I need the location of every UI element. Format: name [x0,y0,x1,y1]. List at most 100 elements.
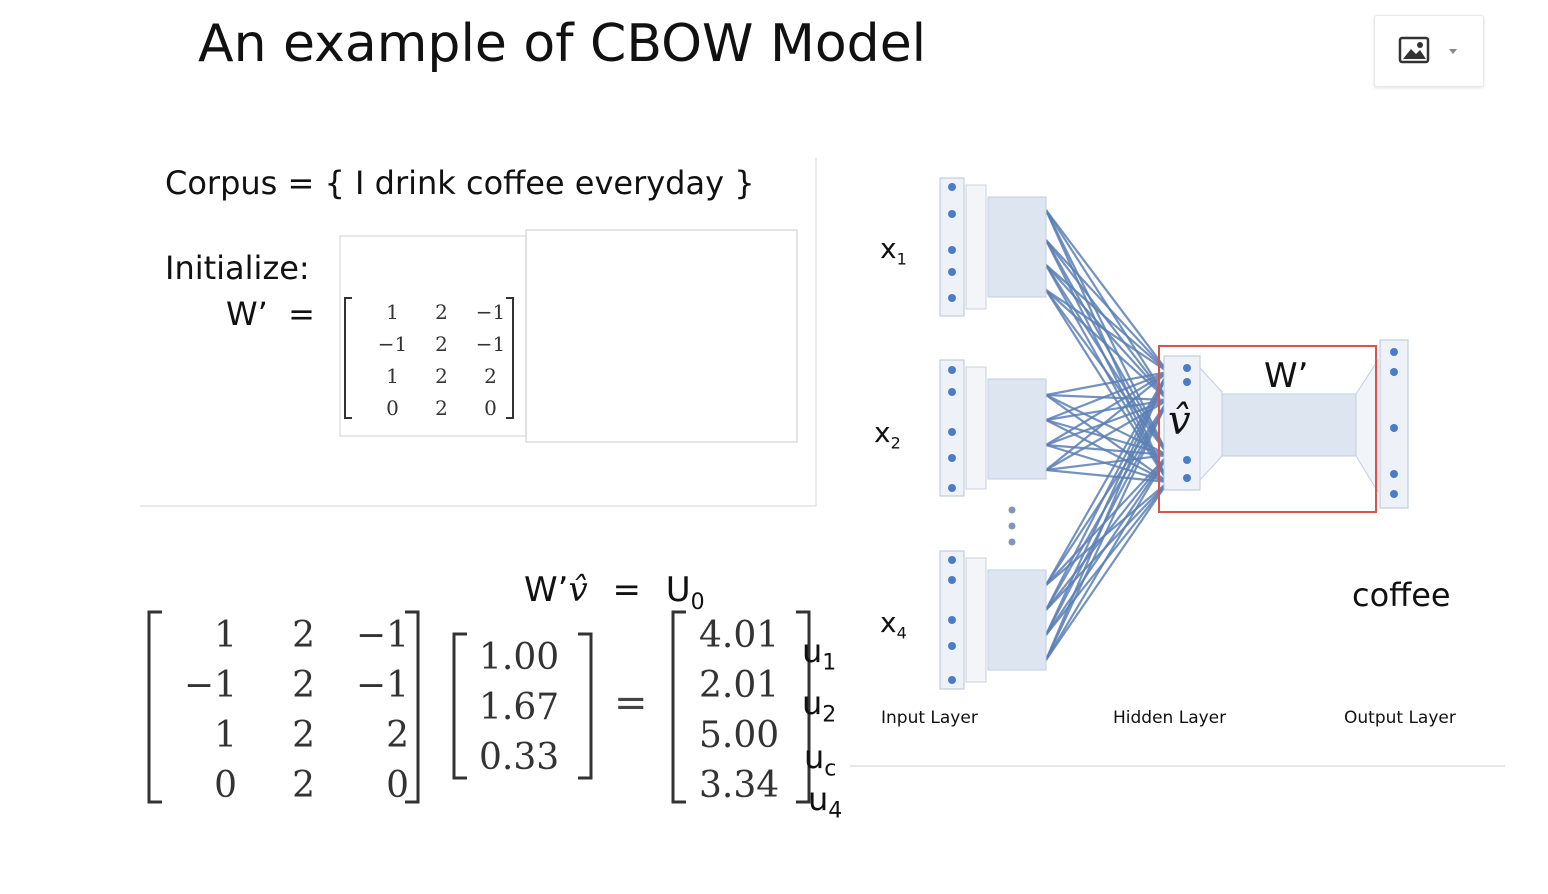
equation-rhs: U [665,570,691,610]
matrix-cell: 0 [214,764,237,806]
network-node [948,484,956,492]
vector-cell: 0.33 [479,736,560,778]
ellipsis-dot [1008,538,1016,546]
matrix-cell: 1 [214,614,237,656]
matrix-cell: −1 [355,614,409,656]
network-edge [1045,264,1169,456]
matrix-cell: −1 [475,332,506,356]
input-column-x2 [939,359,1047,497]
network-node [1183,378,1191,386]
matrix-cell: −1 [377,332,408,356]
network-edge [1045,418,1169,457]
matrix-cell: 2 [435,332,448,356]
initialize-label: Initialize: [165,249,310,287]
matrix-cell: −1 [183,664,237,706]
matrix-cell: 2 [435,300,448,324]
vector-cell: 1.67 [479,686,560,728]
network-edge [1045,453,1169,472]
network-node [1390,470,1398,478]
output-layer-label: Output Layer [1344,708,1456,728]
network-edge [1045,264,1169,401]
equals-sign: = [614,680,648,726]
network-edge [1045,239,1169,401]
matrix-cell: −1 [475,300,506,324]
network-edge [1045,399,1169,661]
network-node [948,428,956,436]
matrix-cell: 0 [386,764,409,806]
matrix-cell: 1 [386,300,399,324]
w-prime-label: W’ = [226,295,315,333]
network-node [948,642,956,650]
network-edge [1045,371,1169,446]
network-node [1183,364,1191,372]
network-edge [1045,371,1169,586]
network-node [948,454,956,462]
network-node [1390,490,1398,498]
image-icon [1398,36,1457,64]
matrix-cell: 2 [484,364,497,388]
slide-title: An example of CBOW Model [198,14,927,74]
v-hat-symbol: v̂ [568,570,588,610]
matrix-cell: 2 [435,364,448,388]
network-edges [1044,209,1170,661]
network-node [948,616,956,624]
v-hat-diagram-label: v̂ [1168,398,1191,444]
network-edge [1045,370,1169,422]
network-edge [1045,454,1169,636]
network-edge [1045,371,1169,636]
result-vector: 4.01 2.01 5.00 3.34 [698,610,780,810]
vector-cell: 3.34 [699,764,780,806]
network-node [948,294,956,302]
vector-cell: 4.01 [699,614,780,656]
input-column-x1 [939,177,1047,317]
network-edge [1045,371,1169,611]
matrix-cell: 2 [292,614,315,656]
matrix-cell: 1 [386,364,399,388]
input-label-x2: x2 [874,416,901,453]
network-nodes [948,183,1398,684]
input-layer-label: Input Layer [881,708,978,728]
network-node [948,676,956,684]
network-edge [1045,264,1169,373]
network-edge [1044,371,1170,661]
ellipsis-dot [1008,506,1016,514]
network-node [1183,456,1191,464]
input-label-x4: x4 [880,606,907,643]
equation-equals: = [612,570,641,610]
u-label: uc [804,738,837,782]
matrix-cell: 0 [484,396,497,420]
network-node [1390,368,1398,376]
network-edge [1045,443,1169,457]
vector-cell: 5.00 [699,714,780,756]
network-edge [1045,239,1169,373]
equation-lhs: W’ [524,570,569,610]
network-edge [1045,454,1169,661]
matrix-cell: 2 [292,664,315,706]
small-matrix-brackets [344,297,514,419]
network-node [948,210,956,218]
network-node [948,268,956,276]
output-word: coffee [1352,576,1451,614]
network-edge [1045,454,1169,586]
image-insert-button[interactable] [1374,15,1484,87]
corpus-text: Corpus = { I drink coffee everyday } [165,164,755,202]
network-node [948,366,956,374]
matrix-cell: 0 [386,396,399,420]
network-node [948,388,956,396]
equation-rhs-sub: 0 [690,589,705,615]
caret-down-icon [1449,49,1457,54]
ellipsis-dot [1008,522,1016,530]
network-node [948,576,956,584]
u-label: u4 [808,780,843,824]
network-node [948,246,956,254]
network-edge [1045,289,1169,456]
matrix-cell: 1 [214,714,237,756]
matrix-cell: 2 [292,764,315,806]
network-edge [1045,289,1169,401]
v-hat-vector: 1.00 1.67 0.33 [478,632,560,782]
vector-cell: 1.00 [479,636,560,678]
